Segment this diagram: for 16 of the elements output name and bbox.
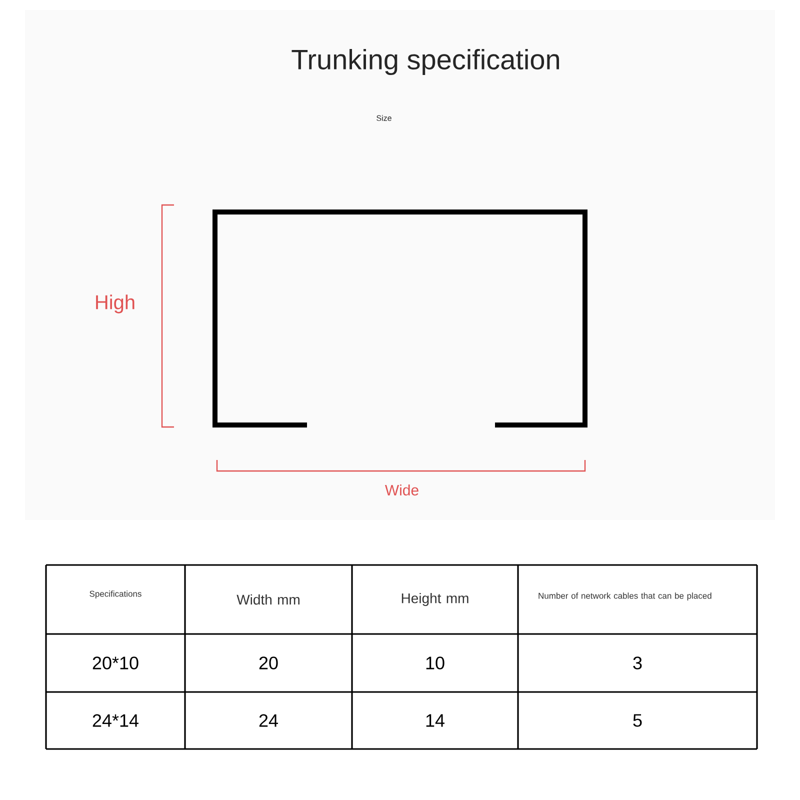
- table-entry: 24*14: [92, 714, 138, 727]
- column-header: Number of network cables that can be placed: [538, 592, 712, 600]
- dimension-label: Wide: [384, 484, 418, 496]
- table-entry: 14: [426, 714, 444, 727]
- table-entry: 10: [426, 656, 444, 670]
- table-entry: 3: [633, 656, 642, 670]
- table-entry: 20: [259, 656, 278, 670]
- column-header: Height mm: [402, 592, 468, 606]
- table-entry: 24: [259, 714, 278, 727]
- table-entry: 5: [633, 714, 642, 727]
- column-header: Width mm: [236, 594, 300, 605]
- table-entry: 20*10: [92, 656, 138, 670]
- caption-text: Size: [376, 115, 392, 121]
- title: Trunking specification: [292, 48, 559, 76]
- dimension-label: High: [96, 294, 134, 314]
- column-header: Specifications: [90, 590, 142, 598]
